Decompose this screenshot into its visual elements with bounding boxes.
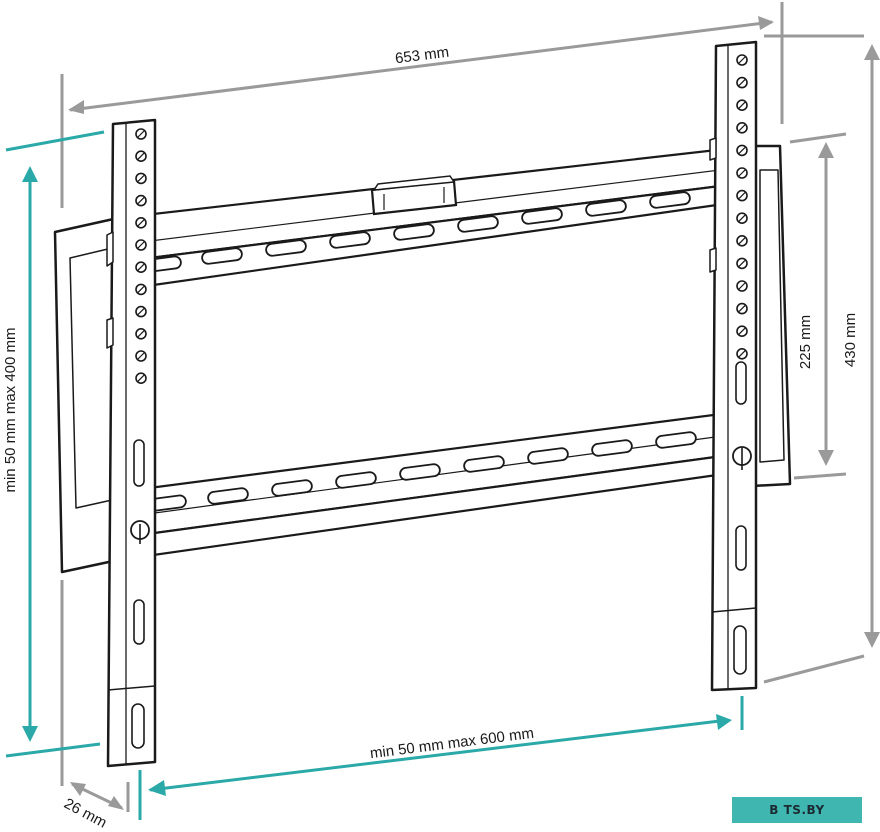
mount-hole-mark xyxy=(738,124,746,132)
mount-hole-mark xyxy=(738,237,746,245)
label-overall-width: 653 mm xyxy=(394,44,450,68)
left-arm-holes xyxy=(135,128,147,385)
label-vesa-horizontal: min 50 mm max 600 mm xyxy=(369,725,535,763)
watermark-logo: B TS.BY xyxy=(732,797,862,823)
wall-plate xyxy=(53,144,792,574)
label-vesa-vertical: min 50 mm max 400 mm xyxy=(2,327,19,492)
mount-hole-mark xyxy=(738,327,746,335)
mount-hole-mark xyxy=(137,197,145,205)
label-rail-spacing: 225 mm xyxy=(797,315,814,369)
right-tv-arm xyxy=(709,40,758,692)
bottom-rail xyxy=(116,408,754,562)
mount-hole-mark xyxy=(137,352,145,360)
mount-hole-mark xyxy=(137,330,145,338)
mount-hole-mark xyxy=(137,241,145,249)
top-rail xyxy=(116,144,754,292)
mount-hole-mark xyxy=(137,263,145,271)
mount-hole-mark xyxy=(738,350,746,358)
label-overall-height: 430 mm xyxy=(842,313,859,367)
mount-hole-mark xyxy=(137,219,145,227)
mount-hole-mark xyxy=(738,79,746,87)
left-tv-arm xyxy=(106,118,157,768)
label-depth: 26 mm xyxy=(61,795,109,832)
mount-hole-mark xyxy=(738,282,746,290)
mount-hole-mark xyxy=(137,374,145,382)
mount-hole-mark xyxy=(738,192,746,200)
mount-hole-mark xyxy=(137,152,145,160)
mount-hole-mark xyxy=(137,285,145,293)
mount-hole-mark xyxy=(738,146,746,154)
mount-hole-mark xyxy=(738,305,746,313)
teal-dimension-lines xyxy=(5,130,744,820)
mount-hole-mark xyxy=(137,130,145,138)
mount-hole-mark xyxy=(738,101,746,109)
right-arm-holes xyxy=(736,54,748,360)
mount-hole-mark xyxy=(738,169,746,177)
bottom-rail-slots xyxy=(149,431,697,512)
mount-hole-mark xyxy=(137,174,145,182)
grey-arrowheads xyxy=(68,16,880,810)
mount-hole-mark xyxy=(738,259,746,267)
mount-hole-mark xyxy=(738,56,746,64)
mount-hole-mark xyxy=(738,214,746,222)
mount-hole-mark xyxy=(137,308,145,316)
teal-arrowheads xyxy=(22,166,732,796)
bubble-level xyxy=(370,175,458,216)
